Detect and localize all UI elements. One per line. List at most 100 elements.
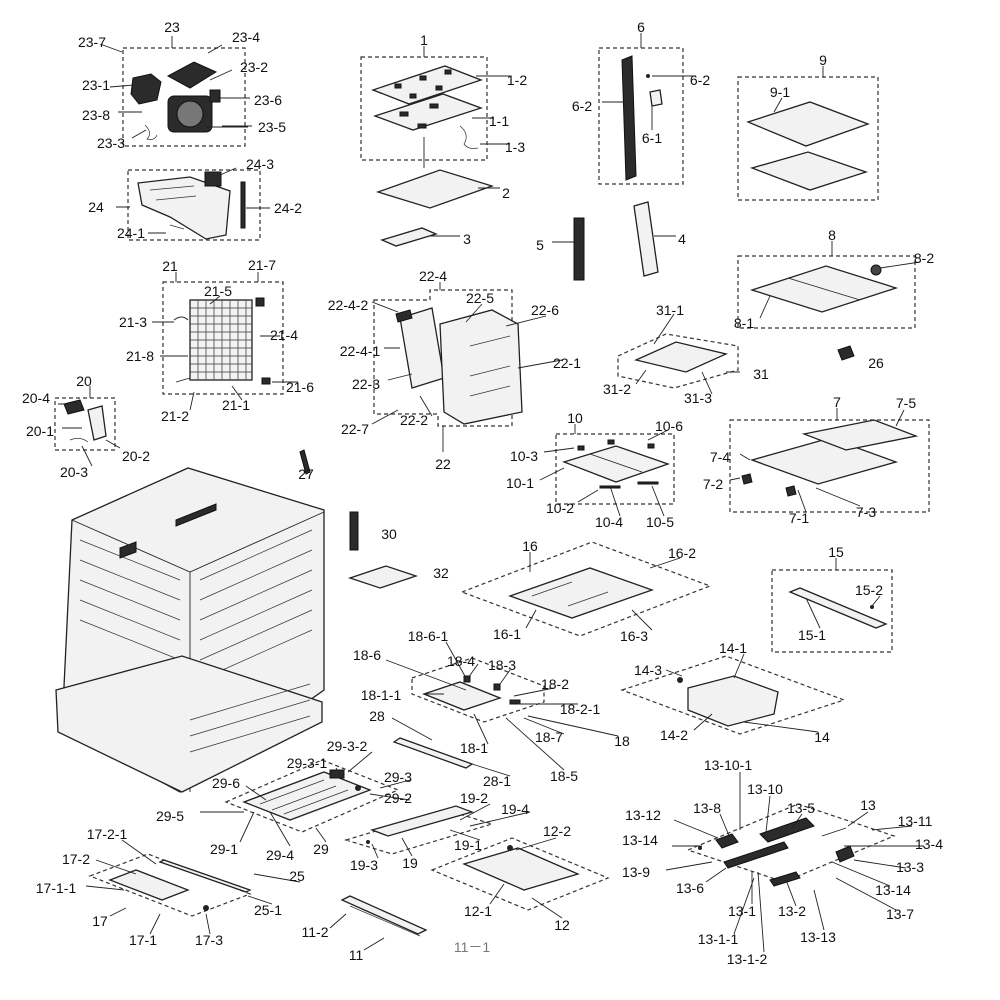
part-label: 21-5 [204, 283, 232, 299]
leader-lines [58, 33, 924, 953]
part-label: 7-1 [789, 510, 809, 526]
part-label: 9-1 [770, 84, 790, 100]
part-label: 29-3 [384, 769, 412, 785]
part-label: 14-3 [634, 662, 662, 678]
part-label: 16 [522, 538, 538, 554]
part-group-9 [737, 76, 879, 201]
part-label: 13-11 [898, 813, 933, 829]
part-label: 21-6 [286, 379, 314, 395]
part-label: 11 [349, 947, 364, 963]
part-label: 29-2 [384, 790, 412, 806]
part-label: 7-3 [856, 504, 876, 520]
part-label: 6-2 [690, 72, 710, 88]
part-label: 31-3 [684, 390, 712, 406]
part-label: 13-1-1 [698, 931, 739, 947]
part-label: 17-1 [129, 932, 157, 948]
part-label: 23-6 [254, 92, 282, 108]
part-group-10 [555, 433, 675, 505]
part-label: 13-5 [787, 800, 815, 816]
part-label: 9 [819, 52, 827, 68]
part-label: 24-2 [274, 200, 302, 216]
part-label: 13-4 [915, 836, 943, 852]
part-label: 23-5 [258, 119, 286, 135]
part-label: 29-4 [266, 847, 294, 863]
part-label: 28-1 [483, 773, 511, 789]
part-label: 22-1 [553, 355, 581, 371]
part-label: 20 [76, 373, 92, 389]
part-label: 13-2 [778, 903, 806, 919]
part-label: 22 [435, 456, 451, 472]
part-label: 16-1 [493, 626, 521, 642]
part-label: 24 [88, 199, 104, 215]
part-label: 18-6-1 [408, 628, 449, 644]
part-label: 18-2 [541, 676, 569, 692]
part-group-15 [771, 569, 893, 653]
part-label: 6-2 [572, 98, 592, 114]
part-label: 20-2 [122, 448, 150, 464]
part-label: 29-6 [212, 775, 240, 791]
part-group-21 [162, 281, 284, 395]
part-label: 1-2 [507, 72, 527, 88]
part-label: 18-7 [535, 729, 563, 745]
part-26 [837, 345, 855, 361]
part-30 [349, 511, 359, 551]
part-group-1 [360, 56, 488, 168]
part-label: 14-2 [660, 727, 688, 743]
part-label: 13-10-1 [704, 757, 752, 773]
part-label: 10-3 [510, 448, 538, 464]
part-label: 6-1 [642, 130, 662, 146]
part-label: 29-5 [156, 808, 184, 824]
part-label: 21-3 [119, 314, 147, 330]
part-label: 23-7 [78, 34, 106, 50]
part-group-29 [224, 759, 400, 833]
part-label: 24-1 [117, 225, 145, 241]
part-label: 23-2 [240, 59, 268, 75]
part-label: 13-9 [622, 864, 650, 880]
part-3 [380, 227, 438, 247]
part-label: 7 [833, 394, 841, 410]
part-label: 15-2 [855, 582, 883, 598]
part-label: 29-3-2 [327, 738, 368, 754]
part-group-22 [373, 289, 523, 427]
part-label: 20-1 [26, 423, 54, 439]
part-group-18 [411, 657, 545, 723]
part-32 [347, 565, 419, 589]
part-label: 8-2 [914, 250, 934, 266]
part-label: 17 [92, 913, 108, 929]
part-label: 32 [433, 565, 449, 581]
part-label: 22-4 [419, 268, 447, 284]
part-label: 23 [164, 19, 180, 35]
part-label: 19-4 [501, 801, 529, 817]
part-label: 21 [162, 258, 178, 274]
part-group-12 [430, 837, 610, 911]
part-label: 23-1 [82, 77, 110, 93]
part-label: 26 [868, 355, 884, 371]
part-label: 13-14 [622, 832, 658, 848]
part-label: 27 [298, 466, 314, 482]
part-label: 13-8 [693, 800, 721, 816]
part-label: 10-6 [655, 418, 683, 434]
part-group-19 [343, 805, 495, 855]
part-label: 12 [554, 917, 570, 933]
part-label: 10-4 [595, 514, 623, 530]
part-label: 10 [567, 410, 583, 426]
part-label: 24-3 [246, 156, 274, 172]
part-label: 13-14 [875, 882, 911, 898]
part-label: 3 [463, 231, 471, 247]
part-label: 17-2 [62, 851, 90, 867]
part-label: 17-2-1 [87, 826, 128, 842]
part-group-31 [617, 333, 739, 389]
part-label: 11-2 [302, 924, 329, 940]
part-label: 14-1 [719, 640, 747, 656]
part-label: 13-13 [800, 929, 836, 945]
part-label: 21-1 [222, 397, 250, 413]
part-label: 13-12 [625, 807, 661, 823]
part-group-7 [729, 419, 930, 513]
part-group-11 [340, 895, 428, 937]
part-label: 16-3 [620, 628, 648, 644]
part-label: 21-2 [161, 408, 189, 424]
part-group-13 [686, 803, 896, 887]
